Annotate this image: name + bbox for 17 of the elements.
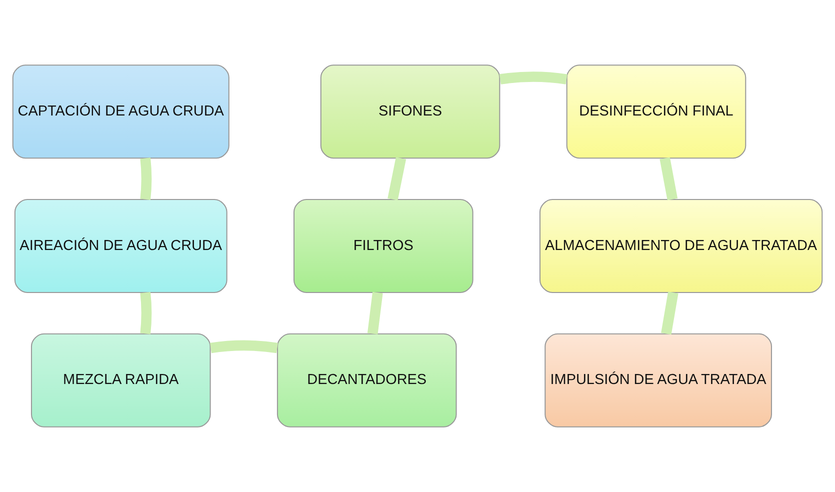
connector (140, 158, 152, 200)
node-box: DESINFECCIÓN FINAL (566, 64, 746, 159)
node-box: AIREACIÓN DE AGUA CRUDA (14, 198, 228, 294)
connector (499, 72, 568, 84)
connector (367, 292, 383, 334)
connector (140, 292, 152, 334)
connector (210, 340, 278, 354)
node-box: SIFONES (320, 64, 500, 159)
node-box: MEZCLA RAPIDA (30, 333, 211, 428)
connector (660, 157, 678, 200)
connector (388, 157, 406, 200)
node-box: CAPTACIÓN DE AGUA CRUDA (12, 64, 230, 159)
node-box: FILTROS (293, 198, 474, 294)
node-box: ALMACENAMIENTO DE AGUA TRATADA (539, 198, 823, 294)
connector (661, 292, 678, 335)
node-box: IMPULSIÓN DE AGUA TRATADA (544, 333, 772, 428)
node-box: DECANTADORES (276, 333, 457, 428)
